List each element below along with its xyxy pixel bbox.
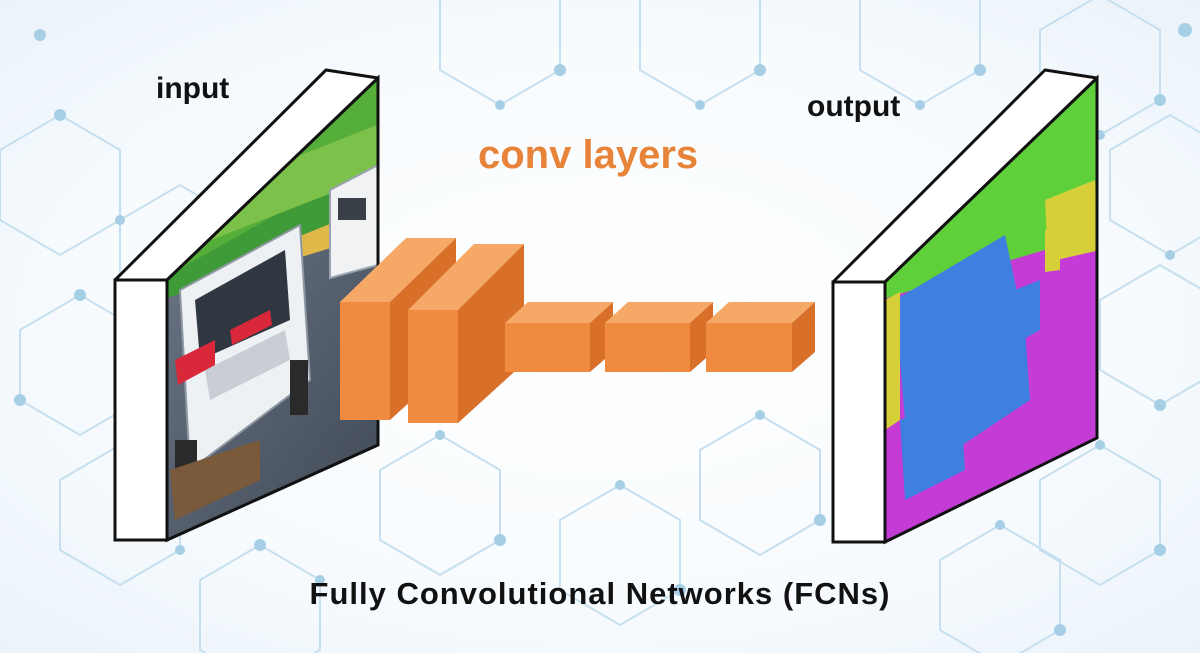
output-label: output <box>807 90 901 123</box>
input-label: input <box>156 72 230 105</box>
output-frame <box>831 68 1099 545</box>
conv-layers-label: conv layers <box>478 133 699 177</box>
diagram-title: Fully Convolutional Networks (FCNs) <box>309 576 891 611</box>
segmentation-map <box>885 78 1097 542</box>
conv-block-5 <box>706 302 815 372</box>
conv-block-2 <box>408 244 524 423</box>
conv-block-4 <box>605 302 713 372</box>
conv-layers <box>340 238 815 423</box>
conv-block-3 <box>505 302 613 372</box>
